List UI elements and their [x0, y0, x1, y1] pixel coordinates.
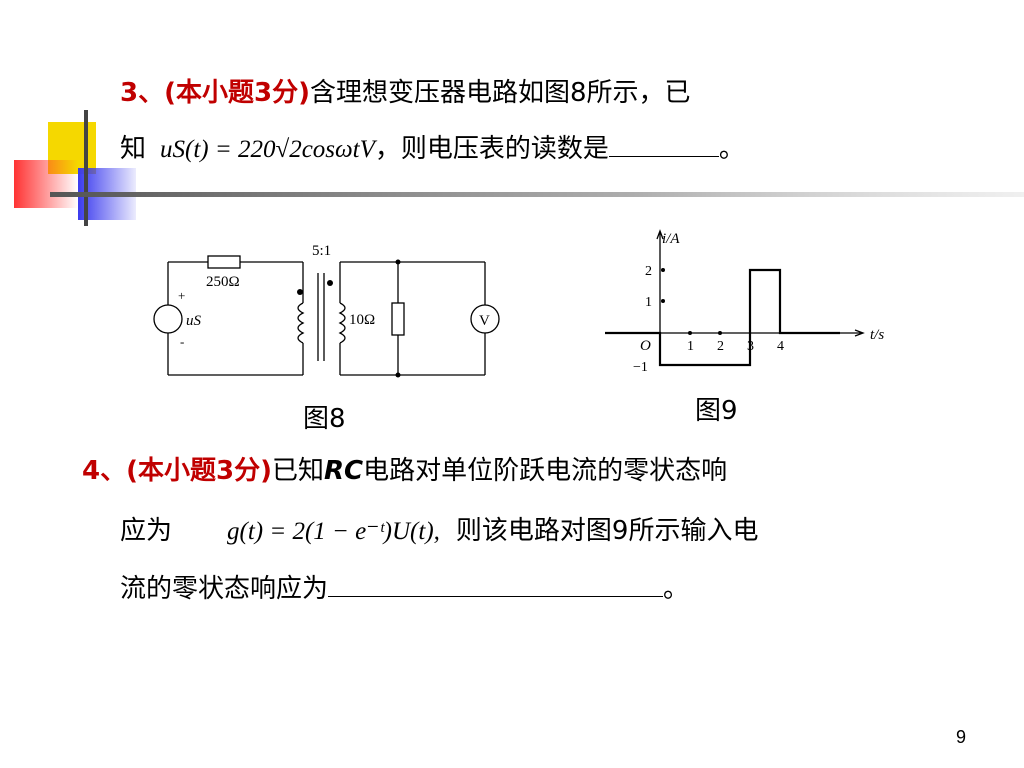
q3-answer-blank[interactable]	[608, 156, 719, 157]
turns-ratio-label: 5:1	[312, 243, 331, 259]
y-tick-label: 1	[645, 295, 652, 310]
q4-text-suffix: 则该电路对图9所示输入电	[455, 516, 759, 546]
q3-number: 3、	[120, 78, 165, 108]
fig8-circuit-diagram: 5:1 250Ω 10Ω + uS - V	[153, 243, 500, 378]
q4-formula: g(t) = 2(1 − e⁻ᵗ)U(t),	[227, 518, 440, 545]
source-label: uS	[186, 313, 202, 329]
fig8-caption-text: 图8	[303, 404, 346, 434]
x-axis-label: t/s	[870, 327, 884, 343]
q4-text-line3: 流的零状态响应为	[120, 574, 329, 604]
fig9-caption-text: 图9	[695, 396, 738, 426]
fig9-waveform-plot: i/A t/s O 2 1 −1 1 2 3 4	[605, 229, 884, 375]
q4-rc-label: RC	[323, 456, 364, 486]
q3-text-line1: 含理想变压器电路如图8所示，已	[309, 78, 691, 108]
secondary-dot-marker	[327, 280, 333, 286]
q4-line3: 流的零状态响应为 。	[120, 576, 689, 602]
primary-dot-marker	[297, 289, 303, 295]
fig8-caption: 图8	[303, 406, 346, 432]
q4-number: 4、	[82, 456, 127, 486]
y-tick-label: 2	[645, 264, 652, 279]
resistor-250-label: 250Ω	[206, 274, 240, 290]
x-tick-label: 2	[717, 339, 724, 354]
q3-end-mark: 。	[718, 134, 745, 164]
x-tick-label: 3	[747, 339, 754, 354]
voltmeter-symbol	[470, 304, 500, 334]
resistor-10-symbol	[391, 302, 405, 336]
x-tick-label: 1	[687, 339, 694, 354]
q3-formula: uS(t) = 220√2cosωtV	[160, 136, 375, 163]
y-axis-label: i/A	[662, 231, 680, 247]
voltage-source-symbol	[153, 304, 183, 334]
source-minus-label: -	[180, 334, 184, 349]
x-tick-label: 4	[777, 339, 784, 354]
q4-answer-blank[interactable]	[328, 596, 664, 597]
y-tick-label: −1	[633, 360, 648, 375]
q3-text-prefix: 知	[120, 134, 147, 164]
resistor-10-label: 10Ω	[349, 312, 375, 328]
page-number: 9	[955, 727, 966, 747]
q4-points: (本小题3分)	[126, 456, 272, 486]
q4-text-a: 已知	[271, 456, 324, 486]
voltmeter-label: V	[479, 313, 490, 329]
q4-line1: 4、(本小题3分)已知RC电路对单位阶跃电流的零状态响	[82, 458, 727, 484]
resistor-250-symbol	[207, 255, 241, 269]
q4-line2: 应为 g(t) = 2(1 − e⁻ᵗ)U(t), 则该电路对图9所示输入电	[120, 518, 758, 544]
fig9-caption: 图9	[695, 398, 738, 424]
q4-text-b: 电路对单位阶跃电流的零状态响	[363, 456, 728, 486]
q4-text-prefix: 应为	[120, 516, 173, 546]
decorative-corner-graphic	[0, 100, 1024, 230]
q3-line2: 知 uS(t) = 220√2cosωtV，则电压表的读数是 。	[120, 136, 745, 162]
q3-points: (本小题3分)	[164, 78, 310, 108]
q3-line1: 3、(本小题3分)含理想变压器电路如图8所示，已	[120, 80, 691, 106]
q4-end-mark: 。	[663, 574, 690, 604]
origin-label: O	[640, 338, 651, 354]
waveform-line	[605, 268, 840, 367]
q3-text-suffix: ，则电压表的读数是	[374, 134, 609, 164]
source-plus-label: +	[178, 288, 185, 303]
